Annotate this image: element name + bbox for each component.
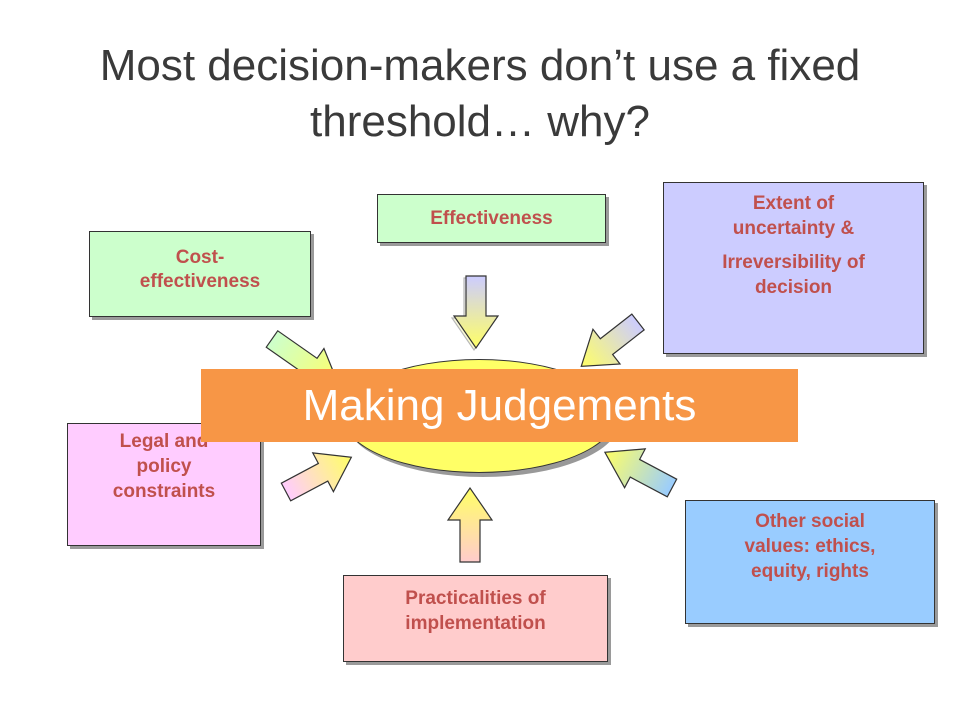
factor-label: Other social bbox=[755, 511, 865, 532]
slide-title-line-2: threshold… why? bbox=[310, 97, 650, 146]
factor-label: constraints bbox=[112, 481, 216, 502]
factor-practicalities: Practicalities of implementation bbox=[343, 575, 608, 662]
factor-label: policy bbox=[136, 456, 192, 477]
factor-label: Practicalities of bbox=[405, 588, 546, 609]
factor-label: values: ethics, bbox=[744, 536, 876, 557]
factor-social-values: Other social values: ethics, equity, rig… bbox=[685, 500, 935, 624]
factor-label: Irreversibility of bbox=[722, 252, 865, 273]
factor-label: effectiveness bbox=[139, 271, 261, 292]
arrow-effectiveness bbox=[450, 275, 500, 352]
factor-label: uncertainty & bbox=[732, 218, 855, 239]
factor-label: Legal and bbox=[119, 431, 209, 452]
banner-label: Making Judgements bbox=[302, 381, 697, 430]
making-judgements-banner: Making Judgements bbox=[201, 369, 798, 442]
factor-uncertainty-irreversibility: Extent of uncertainty & Irreversibility … bbox=[663, 182, 924, 354]
factor-label: Extent of bbox=[752, 193, 835, 214]
factor-label: Cost- bbox=[175, 247, 225, 268]
factor-legal-policy: Legal and policy constraints bbox=[67, 423, 261, 546]
factor-label: Effectiveness bbox=[430, 208, 553, 229]
factor-effectiveness: Effectiveness bbox=[377, 194, 606, 243]
arrow-social bbox=[603, 448, 678, 498]
arrow-legal bbox=[280, 452, 353, 502]
slide-title-line-1: Most decision-makers don’t use a fixed bbox=[99, 41, 861, 90]
factor-label: equity, rights bbox=[751, 561, 869, 582]
factor-cost-effectiveness: Cost- effectiveness bbox=[89, 231, 311, 317]
arrow-practicalities bbox=[446, 486, 494, 563]
factor-label: decision bbox=[754, 277, 833, 298]
arrow-uncertainty bbox=[580, 313, 645, 367]
factor-label: implementation bbox=[405, 613, 546, 634]
slide-title: Most decision-makers don’t use a fixed t… bbox=[40, 38, 920, 150]
